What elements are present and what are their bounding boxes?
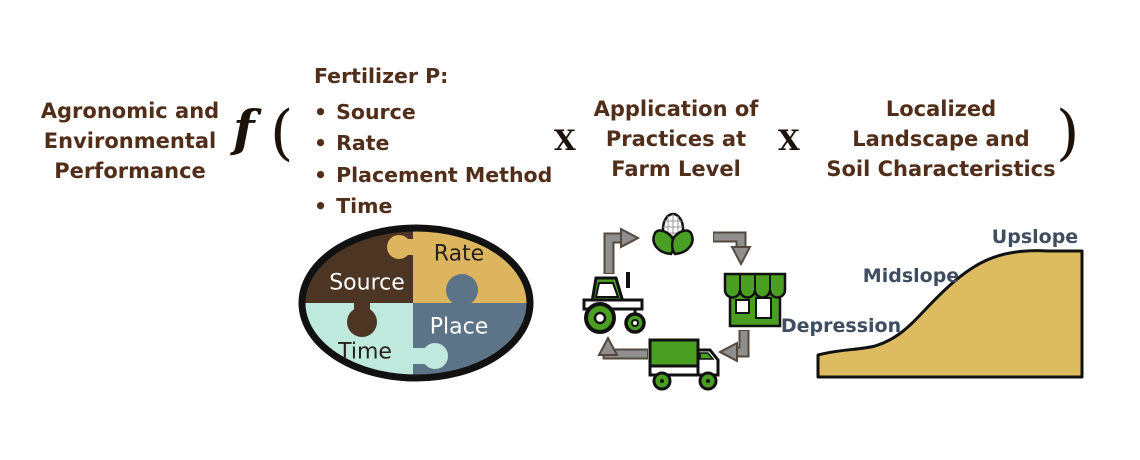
landscape-graphic: Depression Midslope Upslope bbox=[781, 226, 1084, 379]
cycle-arrow-down-left bbox=[717, 330, 750, 363]
slope-label-depression: Depression bbox=[781, 315, 901, 337]
fertilizer-item: • Source bbox=[314, 97, 564, 129]
landscape-line: Soil Characteristics bbox=[826, 157, 1056, 181]
multiply-sign: X bbox=[554, 124, 576, 157]
puzzle-graphic: Source Rate Place Time bbox=[298, 224, 534, 382]
outcome-text-block: Agronomic and Environmental Performance bbox=[24, 96, 236, 186]
close-parenthesis: ) bbox=[1056, 98, 1080, 168]
bullet-icon: • bbox=[314, 99, 328, 124]
practices-line: Application of bbox=[593, 97, 759, 121]
cycle-arrow-right-down bbox=[713, 231, 752, 267]
slope-label-upslope: Upslope bbox=[992, 226, 1078, 248]
landscape-line: Landscape and bbox=[852, 127, 1030, 151]
puzzle-oval-outline bbox=[298, 224, 534, 382]
practices-line: Practices at bbox=[605, 127, 747, 151]
fertilizer-item: • Placement Method bbox=[314, 160, 564, 192]
fertilizer-item: • Rate bbox=[314, 128, 564, 160]
store-icon bbox=[723, 272, 787, 328]
fertilizer-item-label: Time bbox=[336, 194, 393, 218]
multiply-sign: X bbox=[778, 124, 800, 157]
slope-shape bbox=[816, 249, 1084, 379]
slope-label-midslope: Midslope bbox=[863, 265, 959, 287]
fertilizer-list-block: Fertilizer P: • Source • Rate • Placement M… bbox=[314, 61, 564, 223]
store-window bbox=[735, 299, 750, 314]
puzzle-tab bbox=[387, 235, 411, 259]
bullet-icon: • bbox=[314, 194, 328, 218]
outcome-line: Environmental bbox=[43, 129, 217, 153]
fertilizer-item: • Time bbox=[314, 191, 564, 223]
puzzle-tab bbox=[347, 307, 377, 337]
tractor-icon bbox=[582, 272, 646, 334]
fertilizer-item-label: Rate bbox=[336, 131, 390, 155]
cycle-arrow-up-right bbox=[603, 227, 641, 274]
puzzle-label-rate: Rate bbox=[434, 242, 484, 267]
puzzle-label-place: Place bbox=[430, 315, 489, 340]
practices-text-block: Application of Practices at Farm Level bbox=[574, 94, 778, 184]
store-door bbox=[755, 297, 772, 319]
outcome-line: Performance bbox=[54, 159, 206, 183]
fertilizer-title: Fertilizer P: bbox=[314, 64, 449, 88]
fertilizer-item-label: Source bbox=[336, 99, 416, 124]
truck-icon bbox=[648, 338, 720, 391]
bullet-icon: • bbox=[314, 162, 328, 187]
cycle-arrow-left-up bbox=[597, 335, 648, 360]
fertilizer-item-label: Placement Method bbox=[336, 162, 553, 187]
practices-cycle-graphic bbox=[582, 212, 787, 391]
open-parenthesis: ( bbox=[270, 98, 294, 168]
puzzle-label-source: Source bbox=[329, 271, 405, 296]
puzzle-label-time: Time bbox=[337, 340, 392, 365]
puzzle-tab bbox=[446, 274, 478, 306]
practices-line: Farm Level bbox=[611, 157, 741, 181]
landscape-line: Localized bbox=[885, 97, 997, 121]
bullet-icon: • bbox=[314, 131, 328, 155]
corn-icon bbox=[652, 212, 694, 256]
function-symbol: f bbox=[233, 99, 255, 158]
puzzle-pieces bbox=[304, 230, 528, 376]
outcome-line: Agronomic and bbox=[40, 99, 220, 123]
puzzle-tab bbox=[422, 343, 448, 369]
landscape-text-block: Localized Landscape and Soil Characteris… bbox=[826, 94, 1056, 184]
